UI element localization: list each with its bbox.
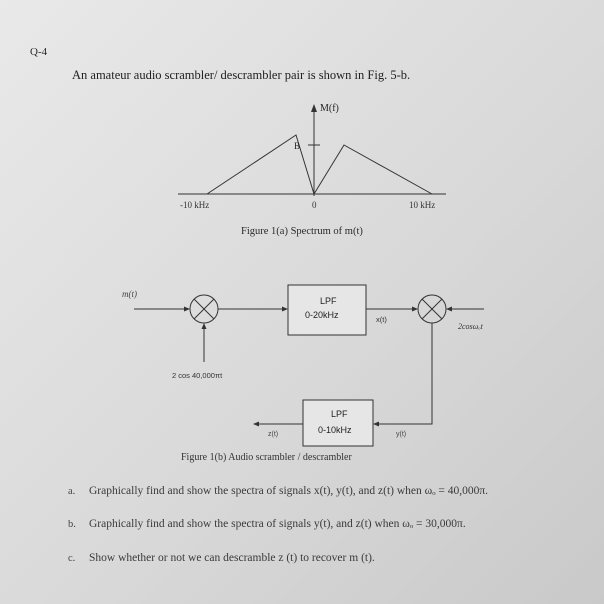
question-b-text: Graphically find and show the spectra of… bbox=[89, 518, 466, 530]
question-b-letter: b. bbox=[68, 519, 76, 530]
carrier-2-label: 2cosωₒt bbox=[458, 322, 484, 331]
magnitude-axis-arrow bbox=[311, 104, 317, 112]
z-signal-label: z(t) bbox=[268, 431, 278, 438]
question-a-letter: a. bbox=[68, 486, 75, 497]
lpf2-input-arrow bbox=[373, 421, 379, 427]
input-label: m(t) bbox=[122, 289, 137, 299]
output-arrow bbox=[253, 421, 259, 427]
input-arrow bbox=[184, 306, 190, 312]
lpf2-range: 0-10kHz bbox=[318, 425, 352, 435]
lpf-20khz-block bbox=[287, 284, 367, 336]
spectrum-right-triangle bbox=[313, 144, 433, 195]
lpf-10khz-block bbox=[302, 399, 374, 447]
tick-label-zero: 0 bbox=[312, 200, 317, 210]
magnitude-axis-label: M(f) bbox=[320, 103, 339, 114]
carrier-1-arrow bbox=[201, 323, 207, 329]
carrier-2-arrow bbox=[446, 306, 452, 312]
lpf2-title: LPF bbox=[331, 409, 348, 419]
x-signal-label: x(t) bbox=[376, 315, 387, 324]
mixer2-to-lpf2-line bbox=[377, 323, 433, 425]
tick-label-10khz: 10 kHz bbox=[409, 200, 435, 210]
mixer-2 bbox=[417, 294, 447, 324]
b-label: B bbox=[294, 141, 300, 151]
lpf1-title: LPF bbox=[320, 296, 337, 306]
lpf1-input-arrow bbox=[282, 306, 288, 312]
carrier-1-label: 2 cos 40,000πt bbox=[172, 371, 223, 380]
diagram-caption: Figure 1(b) Audio scrambler / descramble… bbox=[181, 452, 352, 463]
lpf1-range: 0-20kHz bbox=[305, 310, 339, 320]
spectrum-plot bbox=[178, 104, 446, 196]
spectrum-caption: Figure 1(a) Spectrum of m(t) bbox=[241, 226, 363, 237]
mixer2-input-arrow bbox=[412, 306, 418, 312]
question-a-text: Graphically find and show the spectra of… bbox=[89, 485, 488, 497]
question-c-text: Show whether or not we can descramble z … bbox=[89, 552, 375, 564]
tick-label-neg10khz: -10 kHz bbox=[180, 200, 209, 210]
mixer-1 bbox=[189, 294, 219, 324]
scrambler-diagram bbox=[134, 284, 484, 447]
question-c-letter: c. bbox=[68, 553, 75, 564]
spectrum-left-triangle bbox=[206, 134, 315, 195]
question-number: Q-4 bbox=[30, 46, 48, 58]
problem-statement: An amateur audio scrambler/ descrambler … bbox=[72, 68, 411, 82]
y-signal-label: y(t) bbox=[396, 431, 406, 438]
